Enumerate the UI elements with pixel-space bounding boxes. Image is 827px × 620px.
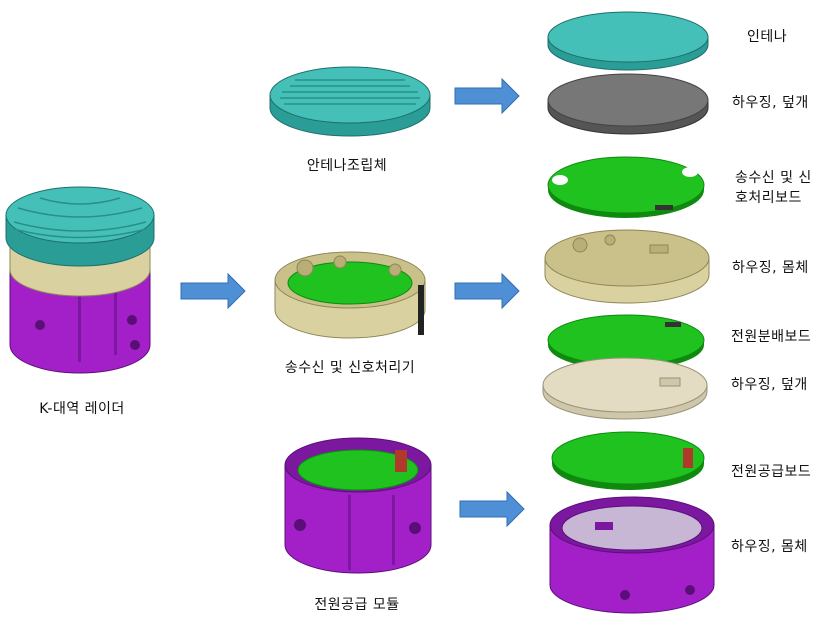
housing-body-1-illustration [544,229,710,304]
arrow-antenna-exploded [454,77,520,115]
arrow-power-exploded [459,490,525,528]
label-power-dist-board: 전원분배보드 [731,329,812,345]
label-transceiver-unit: 송수신 및 신호처리기 [284,360,416,376]
label-power-module: 전원공급 모듈 [314,597,400,613]
housing-cover-2-illustration [542,357,708,420]
power-supply-board-illustration [551,431,705,490]
label-power-supply-board: 전원공급보드 [731,464,812,480]
housing-body-2-illustration [549,496,715,614]
label-housing-cover-2: 하우징, 덮개 [731,377,808,393]
signal-board-illustration [547,156,705,218]
arrow-radar-to-modules [180,272,246,310]
label-housing-body-1: 하우징, 몸체 [732,260,809,276]
label-antenna-assembly: 안테나조립체 [306,158,388,174]
transceiver-unit-illustration [274,251,426,339]
arrow-transceiver-exploded [454,272,520,310]
label-housing-cover-1: 하우징, 덮개 [732,95,809,111]
label-signal-board: 송수신 및 신호처리보드 [735,170,812,206]
k-radar-assembly-illustration [5,186,155,374]
antenna-assembly-illustration [269,66,431,137]
label-housing-body-2: 하우징, 몸체 [731,539,808,555]
label-antenna: 인테나 [747,29,788,45]
housing-cover-1-illustration [547,73,709,135]
power-module-illustration [284,437,432,574]
antenna-part-illustration [547,11,709,71]
label-k-radar: K-대역 레이더 [39,401,125,417]
